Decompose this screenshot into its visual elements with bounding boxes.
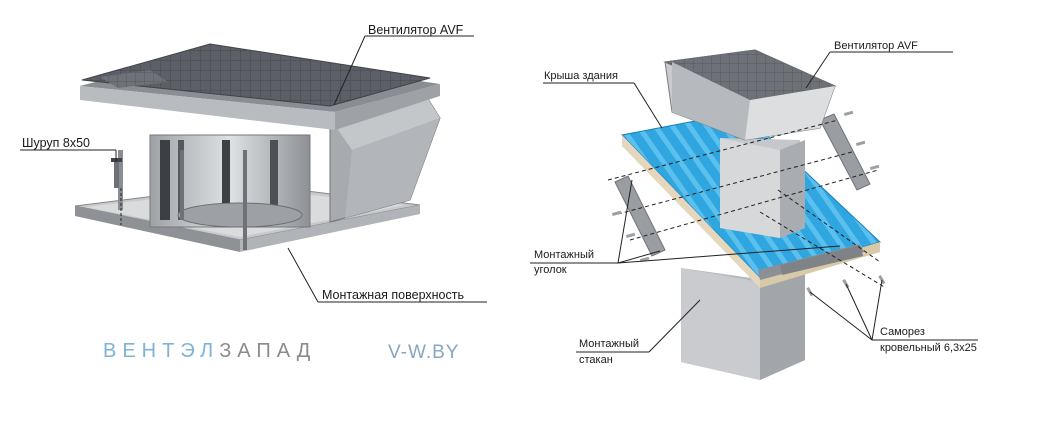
screw-label-right-line2: кровельный 6,3х25	[880, 342, 977, 354]
roof-label: Крыша здания	[544, 70, 618, 82]
left-fan-illustration	[20, 35, 487, 303]
surface-leader-line	[287, 247, 319, 303]
roofing-screws	[611, 110, 886, 297]
right-fan-label: Вентилятор AVF	[834, 40, 918, 52]
mounting-angle-right	[819, 113, 871, 191]
brand-logo: ВЕНТЭЛЗАПАД	[103, 340, 316, 363]
angle-label-line2: уголок	[534, 264, 567, 276]
right-fan-leader-line	[805, 51, 831, 89]
fan-leader-line	[333, 35, 366, 106]
mounting-surface-label: Монтажная поверхность	[322, 288, 464, 302]
right-assembly-illustration	[530, 49, 978, 380]
brand-site: V-W.BY	[388, 342, 460, 363]
mounting-angle-bottom	[780, 245, 863, 275]
screw-label: Шуруп 8x50	[22, 136, 90, 150]
angle-label-line1: Монтажный	[534, 249, 594, 261]
brand-part-1: ВЕНТЭЛ	[103, 340, 220, 362]
screw-label-right-line1: Саморез	[880, 326, 925, 338]
mounting-angle-left	[614, 175, 666, 257]
fan-top-grille	[81, 43, 431, 107]
brand-part-2: ЗАПАД	[219, 340, 317, 362]
left-fan-label: Вентилятор AVF	[368, 23, 464, 37]
curb-label-line2: стакан	[579, 354, 613, 366]
curb-label-line1: Монтажный	[579, 338, 639, 350]
